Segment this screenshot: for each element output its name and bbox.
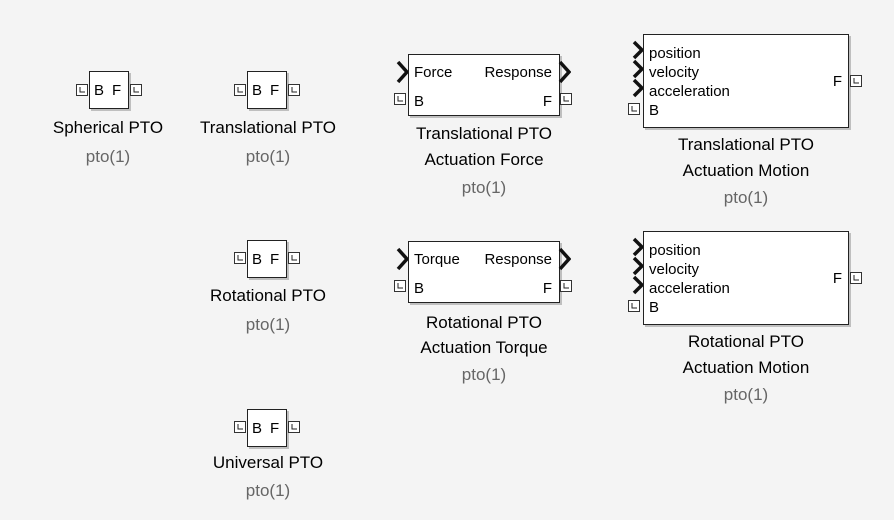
port-label-b: B: [252, 420, 263, 437]
f-port-icon[interactable]: [850, 75, 862, 87]
input-chevron-icon: [632, 78, 645, 98]
port-glyph: [237, 87, 243, 93]
output-chevron-icon: [558, 247, 571, 271]
port-label-b: B: [252, 82, 263, 99]
port-glyph: [853, 78, 859, 84]
port-glyph: [291, 87, 297, 93]
port-glyph: [291, 424, 297, 430]
block-sub: pto(1): [723, 385, 769, 404]
actuation-motion-body[interactable]: position velocity acceleration B F: [643, 34, 849, 128]
b-port-icon[interactable]: [628, 103, 640, 115]
block-name: Spherical PTO: [52, 118, 164, 137]
universal-pto-body[interactable]: B F: [247, 409, 287, 447]
block-name-line1: Rotational PTO: [426, 313, 542, 332]
port-label-f: F: [112, 82, 122, 99]
port-label-f: F: [542, 280, 552, 297]
port-glyph: [397, 96, 403, 102]
output-chevron-icon: [558, 60, 571, 84]
b-port-icon[interactable]: [234, 252, 246, 264]
block-sub: pto(1): [461, 178, 507, 197]
port-glyph: [291, 255, 297, 261]
b-port-icon[interactable]: [394, 93, 406, 105]
port-label-f: F: [270, 420, 280, 437]
port-label-b: B: [414, 93, 425, 110]
block-name-line1: Translational PTO: [415, 124, 553, 143]
block-name-line2: Actuation Motion: [682, 161, 810, 180]
block-name-line1: Translational PTO: [677, 135, 815, 154]
input-label-position: position: [649, 45, 701, 62]
input-label-acceleration: acceleration: [649, 280, 730, 297]
block-name-line2: Actuation Force: [424, 150, 544, 169]
block-name: Translational PTO: [199, 118, 337, 137]
b-port-icon[interactable]: [628, 300, 640, 312]
f-port-icon[interactable]: [288, 421, 300, 433]
input-chevron-icon: [396, 60, 409, 84]
port-glyph: [563, 283, 569, 289]
block-name: Universal PTO: [212, 453, 324, 472]
f-port-icon[interactable]: [288, 252, 300, 264]
block-name: Rotational PTO: [210, 286, 326, 305]
port-label-b: B: [649, 299, 660, 316]
block-sub: pto(1): [723, 188, 769, 207]
actuation-torque-body[interactable]: Torque Response B F: [408, 241, 560, 303]
f-port-icon[interactable]: [288, 84, 300, 96]
port-label-b: B: [414, 280, 425, 297]
spherical-pto-body[interactable]: B F: [89, 71, 129, 109]
b-port-icon[interactable]: [234, 84, 246, 96]
port-label-b: B: [649, 102, 660, 119]
actuation-motion-body[interactable]: position velocity acceleration B F: [643, 231, 849, 325]
input-chevron-icon: [632, 275, 645, 295]
port-label-b: B: [252, 251, 263, 268]
input-chevron-icon: [632, 256, 645, 276]
port-label-f: F: [832, 270, 842, 287]
output-label: Response: [484, 64, 552, 81]
port-glyph: [79, 87, 85, 93]
port-glyph: [563, 96, 569, 102]
port-glyph: [237, 255, 243, 261]
input-chevron-icon: [632, 237, 645, 257]
port-label-f: F: [832, 73, 842, 90]
f-port-icon[interactable]: [560, 280, 572, 292]
port-glyph: [237, 424, 243, 430]
actuation-force-body[interactable]: Force Response B F: [408, 54, 560, 116]
port-glyph: [397, 283, 403, 289]
input-label: Torque: [414, 251, 460, 268]
block-sub: pto(1): [245, 481, 291, 500]
input-label-velocity: velocity: [649, 64, 700, 81]
port-label-f: F: [270, 82, 280, 99]
port-label-f: F: [542, 93, 552, 110]
input-label-velocity: velocity: [649, 261, 700, 278]
block-sub: pto(1): [245, 315, 291, 334]
port-glyph: [631, 303, 637, 309]
block-name-line1: Rotational PTO: [688, 332, 804, 351]
block-sub: pto(1): [245, 147, 291, 166]
input-chevron-icon: [632, 59, 645, 79]
block-sub: pto(1): [85, 147, 131, 166]
input-label-position: position: [649, 242, 701, 259]
port-glyph: [853, 275, 859, 281]
input-chevron-icon: [632, 40, 645, 60]
f-port-icon[interactable]: [560, 93, 572, 105]
input-chevron-icon: [396, 247, 409, 271]
rotational-pto-body[interactable]: B F: [247, 240, 287, 278]
b-port-icon[interactable]: [234, 421, 246, 433]
port-glyph: [631, 106, 637, 112]
translational-pto-body[interactable]: B F: [247, 71, 287, 109]
b-port-icon[interactable]: [394, 280, 406, 292]
input-label-acceleration: acceleration: [649, 83, 730, 100]
port-label-b: B: [94, 82, 105, 99]
f-port-icon[interactable]: [130, 84, 142, 96]
block-name-line2: Actuation Torque: [420, 338, 548, 357]
input-label: Force: [414, 64, 453, 81]
block-name-line2: Actuation Motion: [682, 358, 810, 377]
port-label-f: F: [270, 251, 280, 268]
f-port-icon[interactable]: [850, 272, 862, 284]
block-sub: pto(1): [461, 365, 507, 384]
b-port-icon[interactable]: [76, 84, 88, 96]
output-label: Response: [484, 251, 552, 268]
port-glyph: [133, 87, 139, 93]
